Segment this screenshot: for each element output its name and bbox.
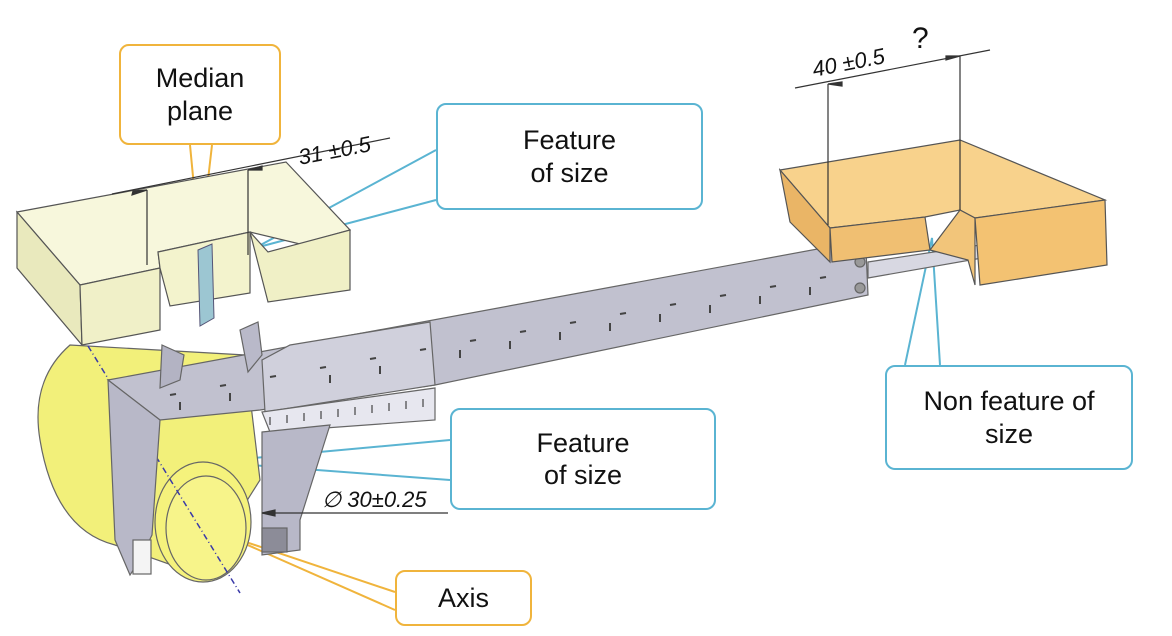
caliper bbox=[106, 242, 983, 577]
left-block bbox=[15, 161, 352, 347]
dimension-diameter: ∅ 30±0.25 bbox=[322, 487, 427, 512]
right-block bbox=[778, 139, 1108, 286]
median-plane-sheet bbox=[197, 243, 215, 327]
dimension-lines bbox=[111, 49, 991, 517]
callout-non-feature-of-size: Non feature of size bbox=[885, 365, 1133, 470]
callout-feature-of-size-bottom: Feature of size bbox=[450, 408, 716, 510]
callout-axis: Axis bbox=[395, 570, 532, 626]
callout-median-plane: Median plane bbox=[119, 44, 281, 145]
callout-feature-of-size-top: Feature of size bbox=[436, 103, 703, 210]
caliper-scale-ticks bbox=[169, 276, 827, 425]
dimension-question-mark: ? bbox=[912, 22, 929, 55]
